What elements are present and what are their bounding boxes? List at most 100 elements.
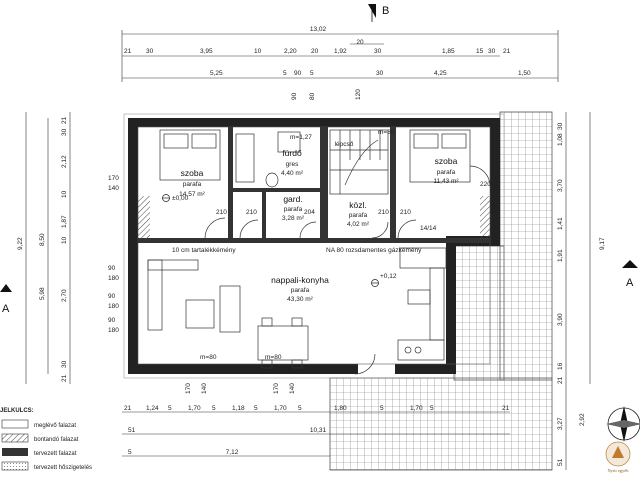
note-m80-a: m=80 — [200, 354, 217, 361]
furniture — [147, 129, 471, 369]
level-marker-1: +0,12 — [371, 273, 397, 287]
svg-text:180: 180 — [108, 275, 119, 282]
svg-text:fürdő: fürdő — [282, 148, 302, 158]
svg-text:parafa: parafa — [349, 212, 368, 219]
svg-text:meglévő falazat: meglévő falazat — [34, 423, 76, 429]
svg-text:21: 21 — [61, 374, 68, 382]
bottom-dimension-labels: 21 1,24 5 1,70 5 1,18 5 1,70 5 1,80 5 1,… — [124, 383, 510, 456]
svg-text:7,12: 7,12 — [226, 449, 239, 456]
svg-text:180: 180 — [108, 303, 119, 310]
svg-text:30: 30 — [376, 70, 384, 77]
stairs — [329, 129, 389, 195]
svg-text:80: 80 — [309, 92, 316, 100]
svg-text:parafa: parafa — [284, 206, 303, 213]
svg-text:2,92: 2,92 — [579, 413, 586, 426]
svg-text:1,08: 1,08 — [557, 133, 564, 146]
svg-text:9,17: 9,17 — [599, 237, 606, 250]
svg-text:30: 30 — [374, 48, 382, 55]
svg-text:±0,00: ±0,00 — [172, 195, 189, 202]
svg-text:51: 51 — [557, 458, 564, 466]
svg-text:21: 21 — [124, 405, 132, 412]
svg-text:2,70: 2,70 — [61, 289, 68, 302]
svg-text:A: A — [626, 277, 634, 289]
svg-text:30: 30 — [146, 48, 154, 55]
svg-text:közl.: közl. — [349, 200, 366, 210]
svg-text:5,98: 5,98 — [39, 287, 46, 300]
top-dimension-labels: 13,02 20 21 30 3,95 10 2,20 20 1,92 30 1… — [124, 26, 531, 100]
left-dimensions — [25, 112, 71, 384]
room-label-lepcso: lépcső — [335, 141, 354, 148]
svg-text:90: 90 — [108, 265, 116, 272]
svg-text:10,31: 10,31 — [310, 427, 327, 434]
svg-text:1,70: 1,70 — [188, 405, 201, 412]
svg-text:180: 180 — [108, 327, 119, 334]
svg-text:lépcső: lépcső — [335, 141, 354, 148]
svg-text:170: 170 — [273, 383, 280, 394]
note-m80-c: m=80 — [378, 129, 395, 136]
svg-text:2,20: 2,20 — [284, 48, 297, 55]
svg-text:1,70: 1,70 — [410, 405, 423, 412]
svg-text:5: 5 — [380, 405, 384, 412]
svg-text:21: 21 — [557, 376, 564, 384]
svg-text:204: 204 — [304, 209, 315, 216]
svg-text:30: 30 — [61, 360, 68, 368]
svg-text:5: 5 — [168, 405, 172, 412]
svg-text:140: 140 — [201, 383, 208, 394]
svg-text:1,41: 1,41 — [557, 217, 564, 230]
svg-text:140: 140 — [108, 185, 119, 192]
level-marker-0: ±0,00 — [162, 194, 189, 202]
svg-text:140: 140 — [289, 383, 296, 394]
svg-text:4,25: 4,25 — [434, 70, 447, 77]
note-wall-height: m=1,27 — [290, 134, 312, 141]
left-dimension-labels: 9,22 8,50 5,98 21 30 2,12 10 1,87 10 2,7… — [17, 116, 68, 382]
svg-text:tervezett hőszigetelés: tervezett hőszigetelés — [34, 465, 92, 471]
svg-text:A: A — [2, 303, 10, 315]
svg-text:43,30 m²: 43,30 m² — [287, 296, 313, 303]
svg-text:1,70: 1,70 — [274, 405, 287, 412]
svg-text:13,02: 13,02 — [310, 26, 327, 33]
svg-text:10: 10 — [61, 190, 68, 198]
svg-text:3,90: 3,90 — [557, 313, 564, 326]
svg-text:4,40 m²: 4,40 m² — [281, 170, 304, 177]
note-partition: 10 cm tartalékkémény — [172, 247, 236, 254]
svg-text:210: 210 — [378, 209, 389, 216]
svg-text:szoba: szoba — [181, 168, 204, 178]
svg-text:20: 20 — [356, 39, 364, 46]
svg-text:bontandó falazat: bontandó falazat — [34, 437, 79, 443]
svg-text:30: 30 — [61, 128, 68, 136]
svg-text:3,70: 3,70 — [557, 179, 564, 192]
svg-text:B: B — [382, 5, 389, 17]
outer-walls — [123, 113, 505, 379]
svg-text:nappali-konyha: nappali-konyha — [271, 275, 329, 285]
svg-text:90: 90 — [108, 293, 116, 300]
section-marker-left: A — [0, 284, 12, 315]
svg-text:parafa: parafa — [291, 287, 310, 294]
svg-text:10: 10 — [254, 48, 262, 55]
note-m80-b: m=80 — [265, 354, 282, 361]
room-label-kozl: közl. parafa 4,02 m² — [347, 200, 370, 228]
svg-text:30: 30 — [488, 48, 496, 55]
legend-swatch-insulation — [1, 461, 29, 471]
right-dimensions — [565, 112, 591, 470]
svg-text:21: 21 — [61, 116, 68, 124]
svg-text:3,95: 3,95 — [200, 48, 213, 55]
svg-text:1,85: 1,85 — [442, 48, 455, 55]
svg-text:120: 120 — [355, 89, 362, 100]
legend-swatch-planned — [2, 448, 28, 456]
svg-text:3,28 m²: 3,28 m² — [282, 215, 305, 222]
legend-swatch-existing — [1, 419, 29, 429]
svg-text:parafa: parafa — [183, 181, 202, 188]
svg-text:90: 90 — [294, 70, 302, 77]
svg-text:JELKULCS:: JELKULCS: — [0, 408, 34, 414]
svg-text:+0,12: +0,12 — [380, 273, 397, 280]
svg-text:5,25: 5,25 — [210, 70, 223, 77]
svg-text:1,24: 1,24 — [146, 405, 159, 412]
bottom-dimensions — [122, 411, 510, 457]
svg-text:21: 21 — [503, 48, 511, 55]
svg-text:5: 5 — [430, 405, 434, 412]
svg-text:21: 21 — [124, 48, 132, 55]
section-marker-top: B — [368, 4, 389, 22]
svg-text:5: 5 — [212, 405, 216, 412]
svg-text:1,18: 1,18 — [232, 405, 245, 412]
room-label-furdo: fürdő gres 4,40 m² — [281, 148, 304, 177]
